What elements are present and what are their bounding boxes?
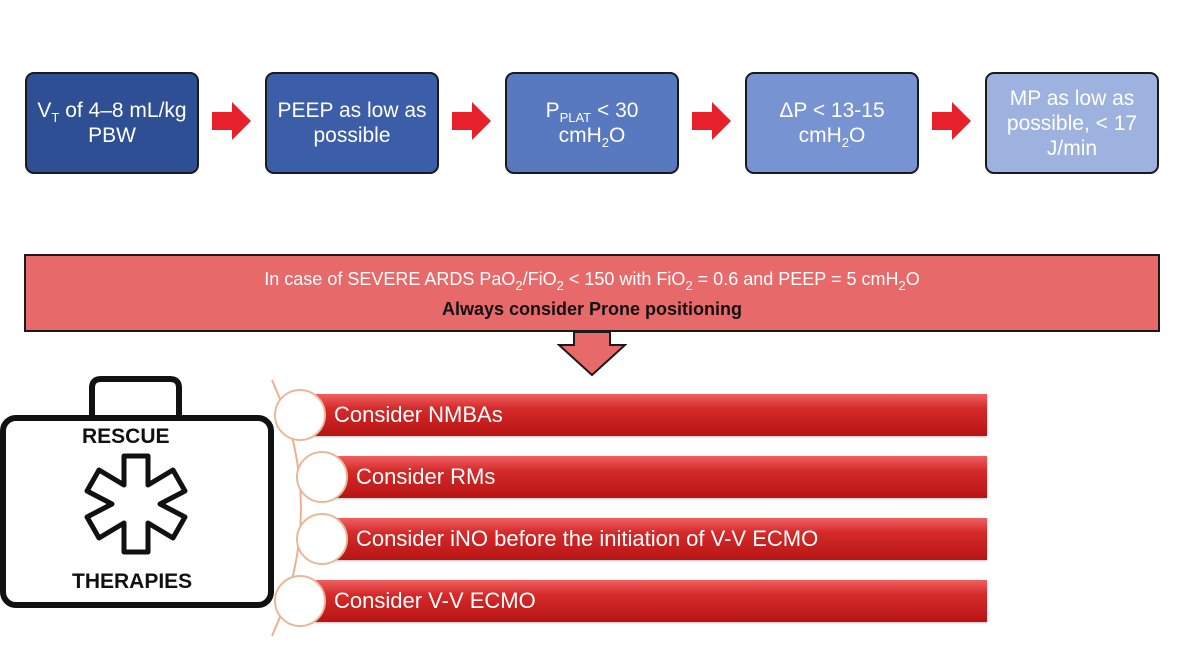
step-plateau-pressure-line1: PPLAT < 30 [545,99,639,125]
step-peep-line1: PEEP as low as [277,99,427,122]
step-driving-pressure-line1: ΔP < 13-15 [779,99,885,122]
arrow-right-icon [452,102,491,140]
therapy-item-rm: Consider RMs [322,456,987,498]
therapy-item-ecmo: Consider V-V ECMO [300,580,987,622]
arrow-right-icon [932,102,971,140]
step-driving-pressure: ΔP < 13-15 cmH2O [745,72,919,174]
step-mechanical-power-line2: possible, < 17 [1006,111,1138,135]
arrow-right-icon [692,102,731,140]
step-mechanical-power: MP as low as possible, < 17 J/min [985,72,1159,174]
step-tidal-volume-line1: VT of 4–8 mL/kg [37,99,187,125]
therapy-item-label: Consider NMBAs [334,402,503,427]
step-tidal-volume: VT of 4–8 mL/kg PBW [25,72,199,174]
step-plateau-pressure-line2: cmH2O [558,124,626,150]
step-mechanical-power-line1: MP as low as [1009,86,1135,110]
rescue-kit-icon [0,376,274,608]
therapy-item-ino: Consider iNO before the initiation of V-… [322,518,987,560]
therapy-item-label: Consider RMs [356,464,496,489]
step-tidal-volume-line2: PBW [88,124,136,147]
severe-ards-banner: In case of SEVERE ARDS PaO2/FiO2 < 150 w… [24,254,1160,332]
therapy-item-label: Consider V-V ECMO [334,588,536,613]
arrow-down-icon [557,331,627,377]
therapy-item-nmba: Consider NMBAs [300,394,987,436]
step-mechanical-power-line3: J/min [1046,136,1098,160]
rescue-label: RESCUE [82,425,170,448]
star-of-life-icon [84,453,188,555]
step-peep-line2: possible [313,124,391,147]
prone-positioning-text: Always consider Prone positioning [441,299,743,319]
severe-ards-criteria: In case of SEVERE ARDS PaO2/FiO2 < 150 w… [264,269,920,293]
step-driving-pressure-line2: cmH2O [798,124,866,150]
arrow-right-icon [212,102,251,140]
step-peep: PEEP as low as possible [265,72,439,174]
therapies-label: THERAPIES [72,570,193,593]
step-plateau-pressure: PPLAT < 30 cmH2O [505,72,679,174]
therapy-item-label: Consider iNO before the initiation of V-… [356,526,819,551]
